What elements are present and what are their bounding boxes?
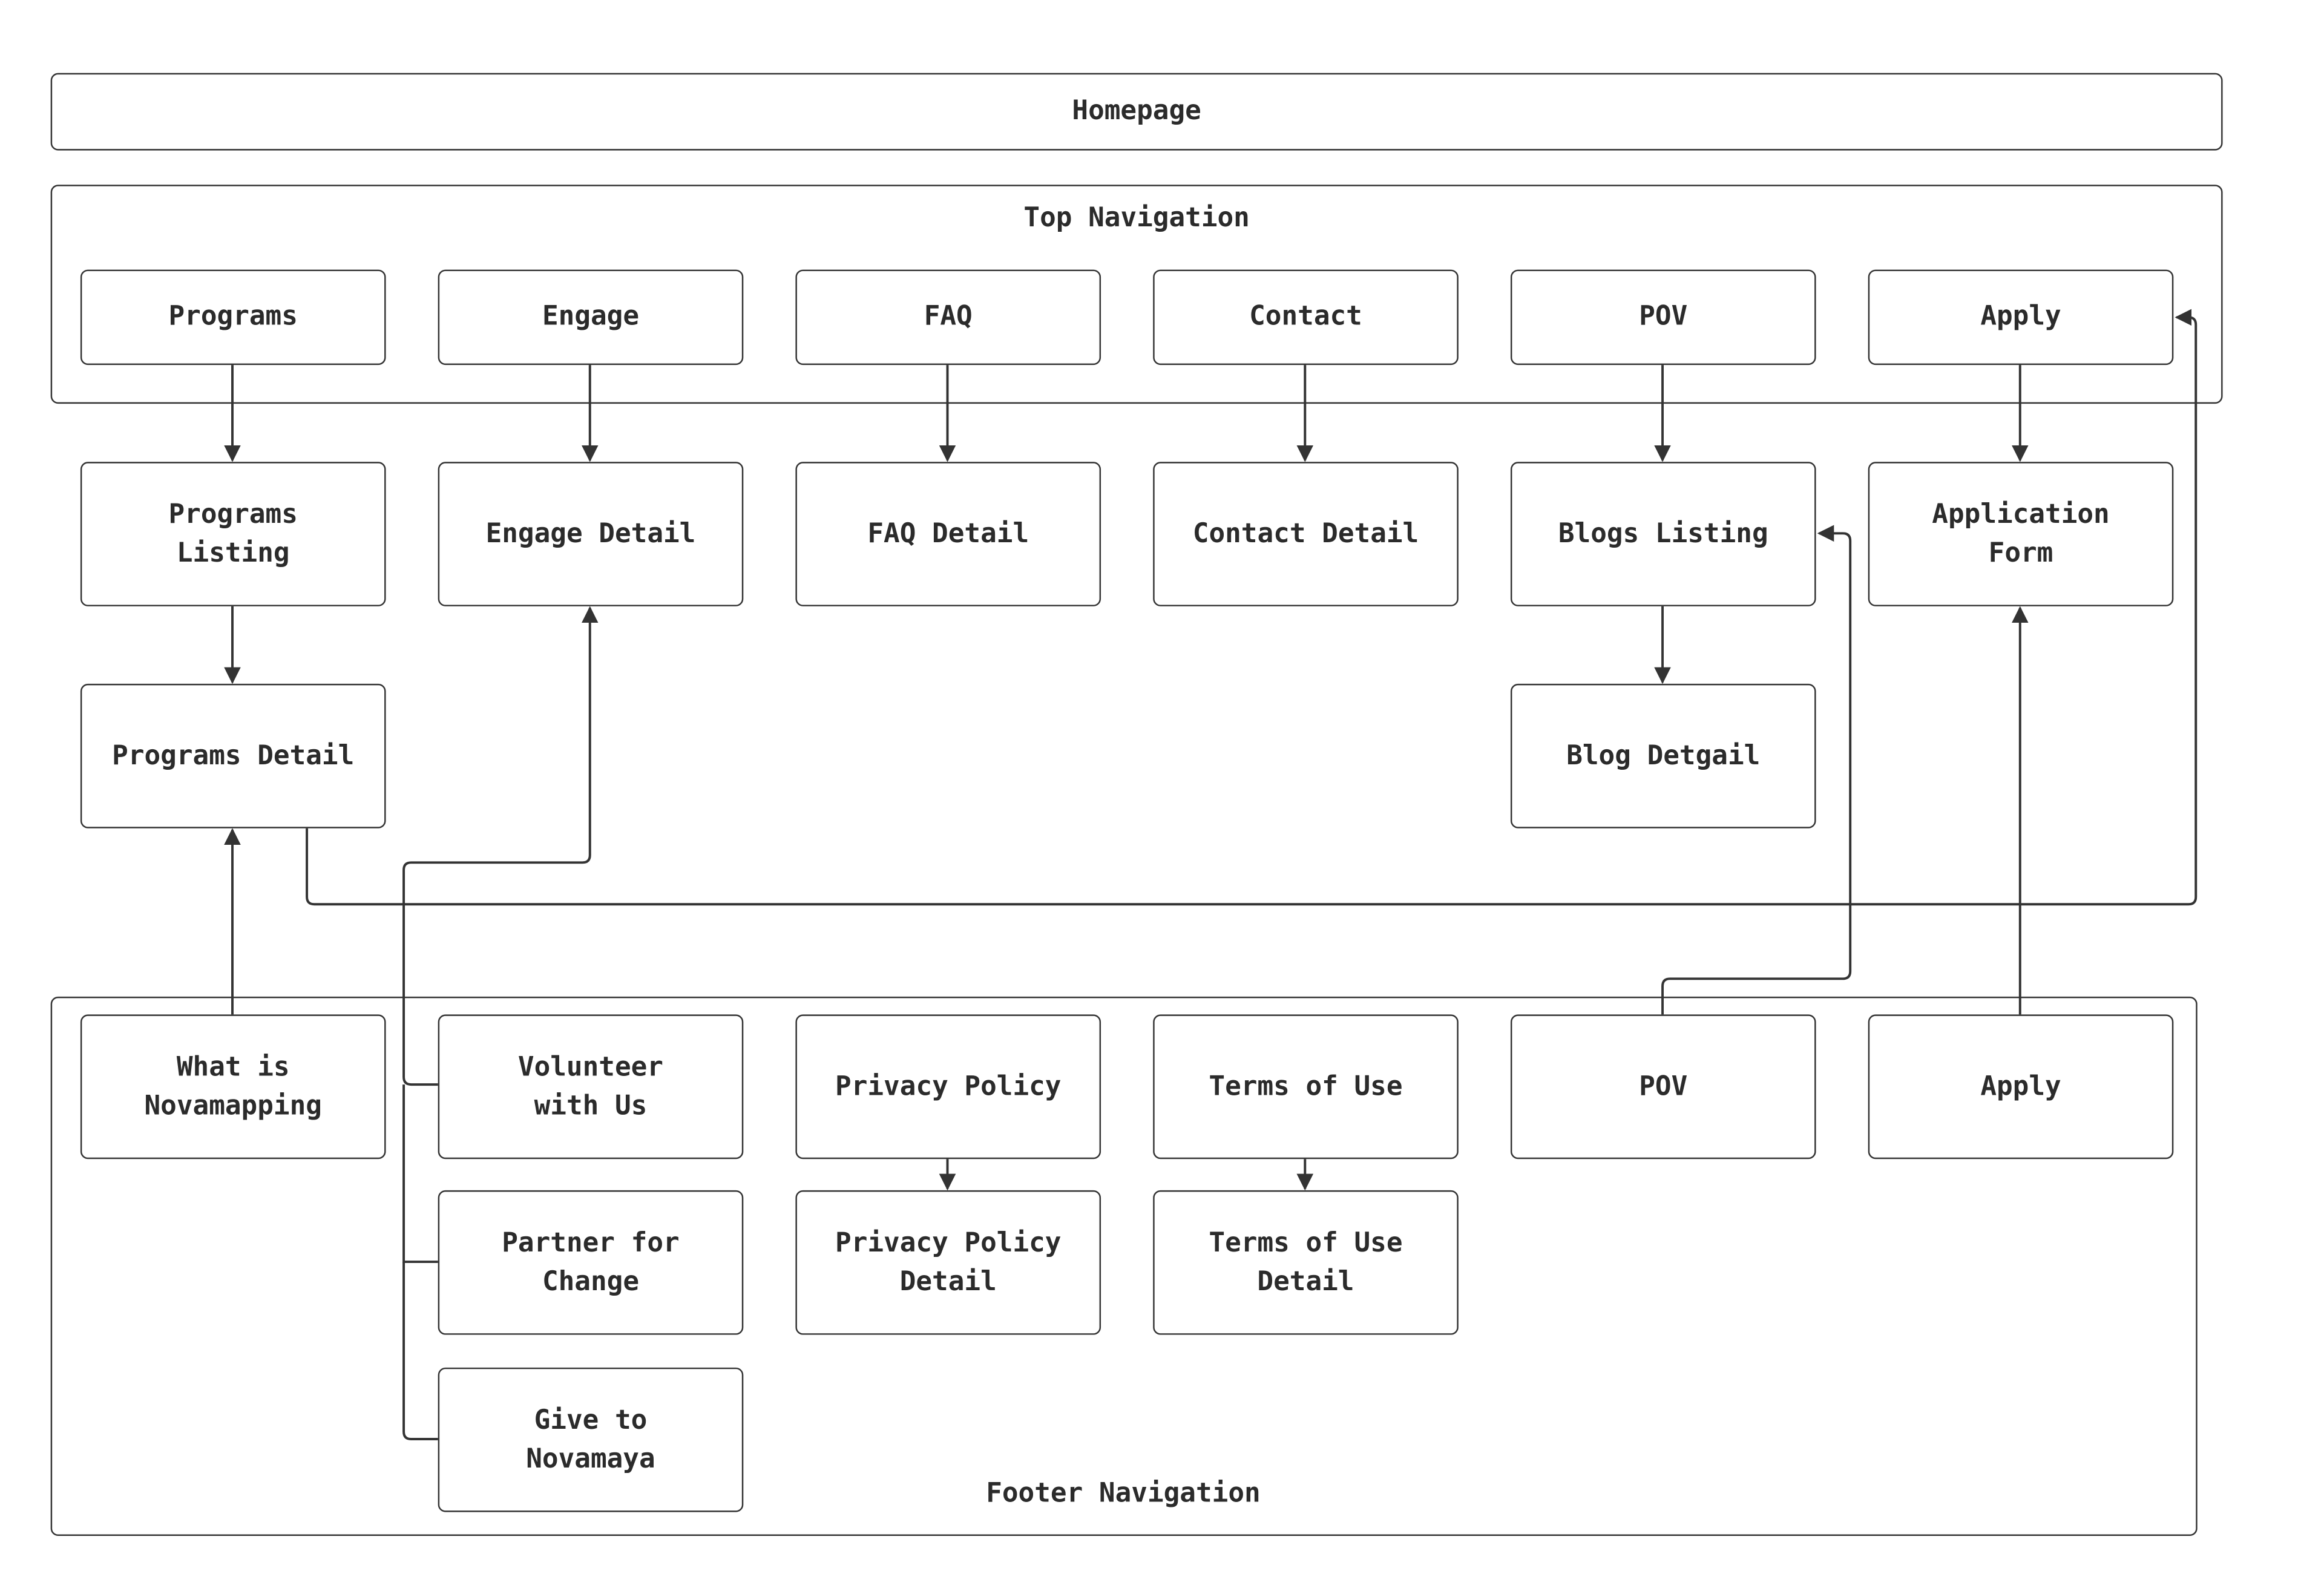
footer-privacy-policy: Privacy Policy: [795, 1014, 1101, 1159]
edge-partner-branch: [402, 1084, 438, 1264]
footer-volunteer: Volunteer with Us: [438, 1014, 744, 1159]
footer-apply: Apply: [1868, 1014, 2174, 1159]
footer-privacy-policy-detail: Privacy Policy Detail: [795, 1190, 1101, 1335]
footer-navigation-title: Footer Navigation: [986, 1478, 1261, 1509]
top-nav-pov: POV: [1510, 269, 1816, 366]
footer-what-is-novamapping: What is Novamapping: [80, 1014, 386, 1159]
programs-detail-node: Programs Detail: [80, 683, 386, 828]
top-nav-apply: Apply: [1868, 269, 2174, 366]
top-nav-faq: FAQ: [795, 269, 1101, 366]
edge-give-branch: [402, 1262, 438, 1440]
engage-detail-node: Engage Detail: [438, 462, 744, 606]
footer-partner: Partner for Change: [438, 1190, 744, 1335]
top-nav-engage: Engage: [438, 269, 744, 366]
top-nav-programs: Programs: [80, 269, 386, 366]
homepage-node: Homepage: [50, 73, 2223, 151]
top-navigation-title: Top Navigation: [1023, 202, 1250, 234]
faq-detail-node: FAQ Detail: [795, 462, 1101, 606]
footer-pov: POV: [1510, 1014, 1816, 1159]
blogs-listing-node: Blogs Listing: [1510, 462, 1816, 606]
contact-detail-node: Contact Detail: [1153, 462, 1459, 606]
edge-volunteer-to-engage: [402, 606, 599, 1086]
footer-give: Give to Novamaya: [438, 1367, 744, 1512]
footer-terms-of-use: Terms of Use: [1153, 1014, 1459, 1159]
application-form-node: Application Form: [1868, 462, 2174, 606]
programs-listing-node: Programs Listing: [80, 462, 386, 606]
blog-detail-node: Blog Detgail: [1510, 683, 1816, 828]
edge-footer-pov-to-blogs: [1661, 525, 1852, 1015]
edge-programs-detail-to-apply: [306, 309, 2198, 906]
footer-terms-of-use-detail: Terms of Use Detail: [1153, 1190, 1459, 1335]
footer-navigation-group: [50, 996, 2198, 1537]
top-navigation-group: [50, 185, 2223, 404]
top-nav-contact: Contact: [1153, 269, 1459, 366]
